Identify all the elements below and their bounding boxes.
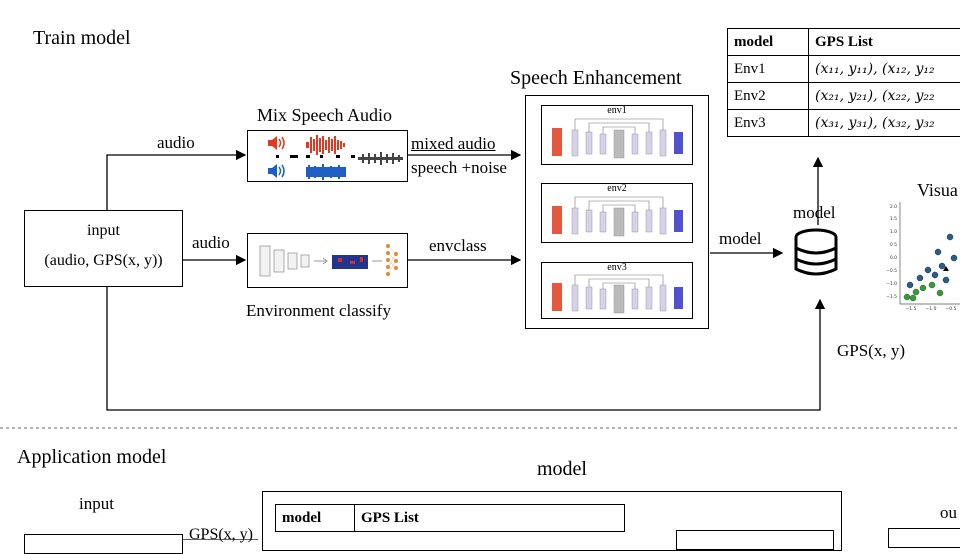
- cell-model: Env3: [728, 110, 809, 137]
- scatter-plot: 2.0 1.5 1.0 0.5 0.0 −0.5 −1.0 −1.5 −1.5 …: [880, 200, 960, 315]
- env1-label: env1: [542, 105, 692, 116]
- env-module-2: env2: [541, 183, 693, 243]
- env-module-3: env3: [541, 262, 693, 319]
- envclass-label: envclass: [429, 236, 487, 256]
- blue-waveform: [306, 164, 346, 180]
- mix-speech-title: Mix Speech Audio: [257, 105, 392, 126]
- application-input-label: input: [79, 494, 114, 514]
- model-up-label: model: [793, 203, 836, 223]
- xtick: −1.0: [926, 306, 937, 312]
- env2-label: env2: [542, 183, 692, 194]
- gps-table-header: model GPS List: [728, 29, 960, 56]
- table-row: Env2 (x₂₁, y₂₁), (x₂₂, y₂₂: [728, 83, 960, 110]
- mix-speech-box: [247, 130, 408, 182]
- xtick: −0.5: [946, 306, 957, 312]
- cell-model: Env2: [728, 83, 809, 110]
- database-icon: [793, 227, 839, 279]
- gps-table-header: model GPS List: [276, 505, 625, 532]
- audio-label-mid: audio: [192, 233, 230, 253]
- application-result-box: [676, 530, 834, 550]
- gray-waveform: [358, 152, 403, 165]
- edge-input-to-mix: [107, 155, 245, 210]
- col-model: model: [728, 29, 809, 56]
- ytick: 0.5: [890, 242, 897, 248]
- application-output-label: ou: [940, 503, 957, 523]
- ytick: 2.0: [890, 204, 897, 210]
- gps-label: GPS(x, y): [837, 341, 905, 361]
- cell-gps: (x₃₁, y₃₁), (x₃₂, y₃₂: [809, 110, 960, 137]
- application-output-box: [888, 528, 960, 548]
- audio-label-top: audio: [157, 133, 195, 153]
- table-row: Env3 (x₃₁, y₃₁), (x₃₂, y₃₂: [728, 110, 960, 137]
- env-classify-box: [247, 233, 408, 288]
- edge-gps-loop: [107, 287, 820, 410]
- ytick: −0.5: [886, 268, 897, 274]
- application-title: Application model: [17, 446, 166, 469]
- speech-noise-label: speech +noise: [411, 158, 507, 178]
- env3-label: env3: [542, 262, 692, 273]
- table-row: Env1 (x₁₁, y₁₁), (x₁₂, y₁₂: [728, 56, 960, 83]
- application-model-title: model: [537, 458, 587, 481]
- ytick: −1.0: [886, 281, 897, 287]
- cell-gps: (x₁₁, y₁₁), (x₁₂, y₁₂: [809, 56, 960, 83]
- speaker-red-icon: [268, 136, 284, 150]
- red-waveform: [306, 135, 345, 155]
- ytick: 0.0: [890, 255, 897, 261]
- speaker-blue-icon: [268, 164, 284, 178]
- mixed-audio-label: mixed audio: [411, 134, 496, 154]
- cell-model: Env1: [728, 56, 809, 83]
- input-box-line1: input: [25, 222, 182, 240]
- col-gps-list: GPS List: [809, 29, 960, 56]
- visual-label: Visua: [917, 180, 958, 201]
- gps-table-application: model GPS List: [275, 504, 625, 532]
- xtick: −1.5: [906, 306, 917, 312]
- col-gps-list: GPS List: [355, 505, 625, 532]
- input-box: input (audio, GPS(x, y)): [24, 210, 183, 287]
- env-classify-graphic: [248, 234, 407, 287]
- ytick: 1.0: [890, 229, 897, 235]
- application-input-box: [24, 534, 183, 554]
- ytick: 1.5: [890, 216, 897, 222]
- train-title: Train model: [33, 27, 131, 50]
- mix-speech-graphic: [248, 131, 407, 181]
- speech-enh-box: env1 env2 en: [525, 95, 709, 329]
- application-gps-label: GPS(x, y): [189, 526, 253, 544]
- env-classify-title: Environment classify: [246, 301, 391, 321]
- speech-enh-title: Speech Enhancement: [510, 67, 682, 90]
- ytick: −1.5: [886, 294, 897, 300]
- cell-gps: (x₂₁, y₂₁), (x₂₂, y₂₂: [809, 83, 960, 110]
- col-model: model: [276, 505, 355, 532]
- gps-table-train: model GPS List Env1 (x₁₁, y₁₁), (x₁₂, y₁…: [727, 28, 960, 137]
- env-module-1: env1: [541, 105, 693, 165]
- model-edge-label: model: [719, 229, 762, 249]
- input-box-line2: (audio, GPS(x, y)): [25, 252, 182, 270]
